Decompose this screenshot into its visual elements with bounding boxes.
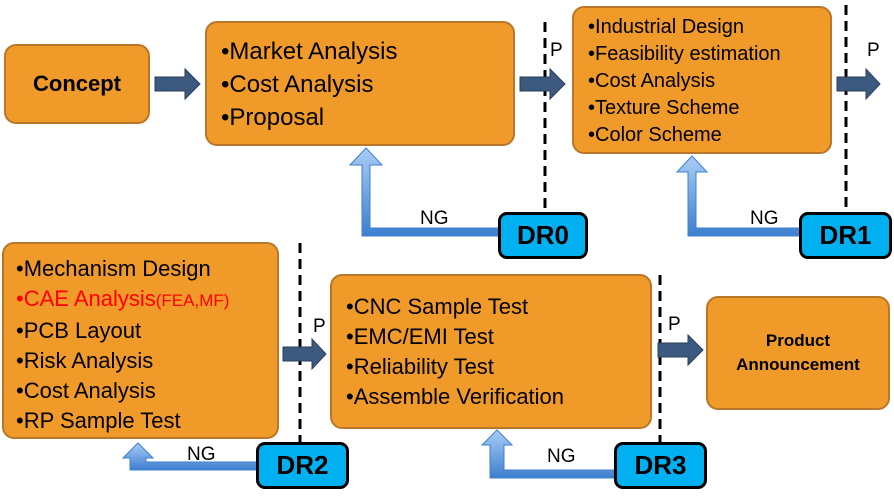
design-review-dr1: DR1	[799, 212, 892, 259]
stage3-item: PCB Layout	[16, 316, 277, 346]
arrow-pass-dr2	[282, 337, 327, 371]
pass-label-dr0: P	[550, 40, 563, 61]
stage3-item: Cost Analysis	[16, 376, 277, 406]
arrow-concept-to-stage1	[154, 67, 201, 101]
product-announcement-box: Product Announcement	[706, 296, 890, 410]
arrow-pass-dr3	[657, 333, 704, 367]
ng-label-dr0: NG	[420, 208, 449, 229]
stage2-item: Cost Analysis	[588, 68, 830, 95]
ng-label-dr1: NG	[750, 208, 779, 229]
stage1-box: Market Analysis Cost Analysis Proposal	[205, 21, 515, 146]
concept-label: Concept	[33, 71, 121, 96]
dr3-label: DR3	[634, 450, 687, 480]
stage4-box: CNC Sample Test EMC/EMI Test Reliability…	[330, 274, 652, 429]
stage2-item: Feasibility estimation	[588, 41, 830, 68]
stage1-item: Proposal	[221, 101, 513, 134]
final-line1: Product	[765, 331, 831, 350]
stage3-box: Mechanism Design CAE Analysis(FEA,MF) PC…	[2, 242, 279, 439]
stage2-box: Industrial Design Feasibility estimation…	[572, 6, 832, 154]
concept-box: Concept	[4, 44, 150, 124]
pass-label-dr3: P	[668, 314, 681, 335]
ng-label-dr2: NG	[187, 444, 216, 465]
stage3-item: Mechanism Design	[16, 254, 277, 284]
dr0-label: DR0	[516, 220, 569, 250]
dr2-label: DR2	[276, 450, 329, 480]
stage2-item: Industrial Design	[588, 14, 830, 41]
design-review-dr3: DR3	[614, 442, 707, 489]
stage1-item: Market Analysis	[221, 35, 513, 68]
design-review-dr2: DR2	[256, 442, 349, 489]
stage4-item: Assemble Verification	[346, 382, 650, 412]
arrow-ng-dr1	[675, 155, 801, 237]
stage4-item: CNC Sample Test	[346, 292, 650, 322]
stage3-item: RP Sample Test	[16, 406, 277, 436]
stage3-item: Risk Analysis	[16, 346, 277, 376]
stage3-item-note: (FEA,MF)	[155, 291, 230, 310]
arrow-pass-dr0	[519, 67, 566, 101]
stage4-item: EMC/EMI Test	[346, 322, 650, 352]
arrow-ng-dr2	[121, 442, 259, 471]
stage2-item: Texture Scheme	[588, 95, 830, 122]
stage3-item-highlighted: CAE Analysis(FEA,MF)	[16, 284, 277, 316]
pass-label-dr2: P	[313, 316, 326, 337]
arrow-ng-dr0	[348, 147, 501, 237]
dr1-label: DR1	[819, 220, 872, 250]
arrow-ng-dr3	[480, 429, 621, 479]
final-line2: Announcement	[736, 355, 860, 374]
stage2-item: Color Scheme	[588, 122, 830, 149]
ng-label-dr3: NG	[547, 446, 576, 467]
design-review-dr0: DR0	[498, 212, 588, 259]
pass-label-dr1: P	[867, 40, 880, 61]
stage3-item-label: CAE Analysis	[23, 286, 156, 311]
stage4-item: Reliability Test	[346, 352, 650, 382]
arrow-pass-dr1	[836, 67, 881, 101]
stage1-item: Cost Analysis	[221, 68, 513, 101]
